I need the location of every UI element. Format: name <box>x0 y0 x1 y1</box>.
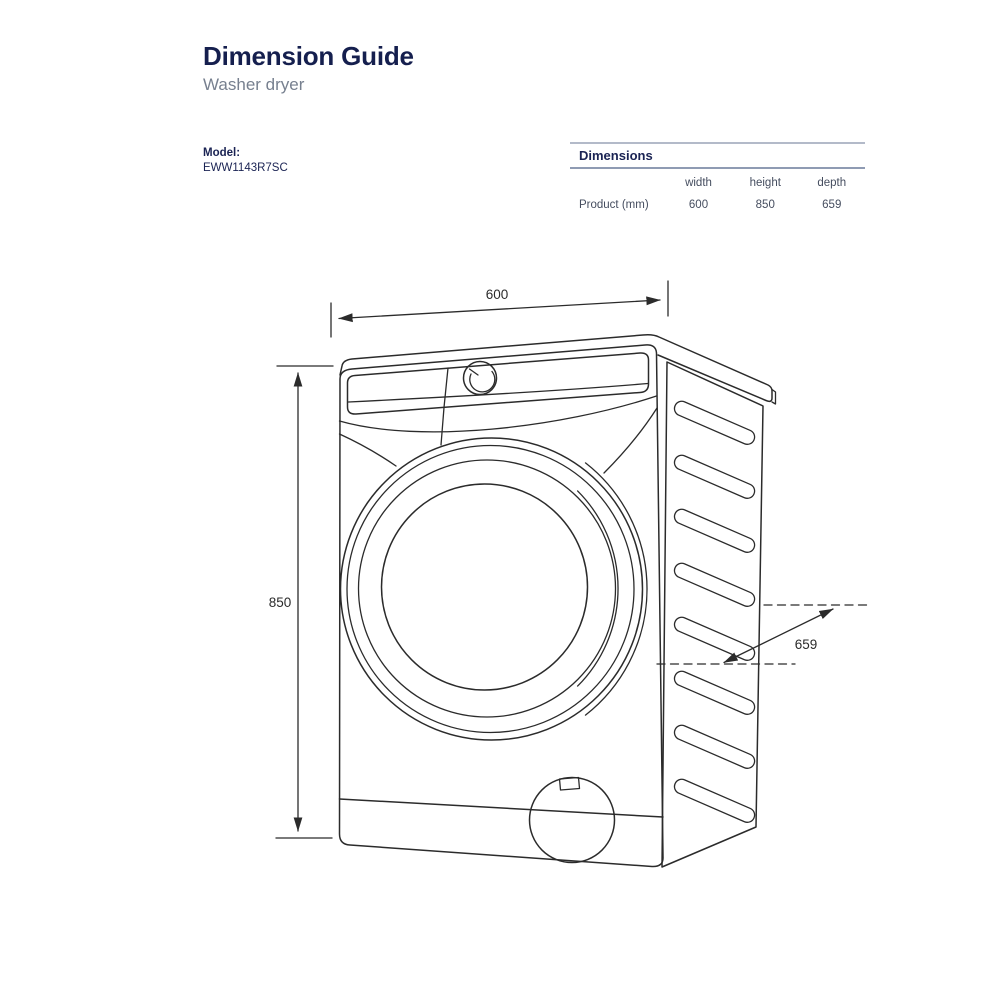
value-height: 850 <box>755 199 775 211</box>
column-header-depth: depth <box>817 177 847 189</box>
door-collar-right <box>603 407 658 474</box>
page-title: Dimension Guide <box>203 41 414 71</box>
dimension-height-arrow: 850 <box>269 365 334 839</box>
filter-door <box>528 776 616 864</box>
dimension-depth-arrow: 659 <box>656 604 873 665</box>
width-dimension-label: 600 <box>486 287 509 302</box>
program-knob <box>462 360 498 396</box>
kick-panel-line <box>338 798 664 818</box>
dimension-width-arrow: 600 <box>330 280 669 338</box>
side-panel <box>661 361 764 868</box>
depth-dimension-label: 659 <box>795 637 818 652</box>
door <box>338 395 658 741</box>
height-dimension-label: 850 <box>269 595 292 610</box>
dimensions-table-title: Dimensions <box>570 144 865 169</box>
top-panel-lip-edge <box>771 388 777 405</box>
door-rim-right <box>584 462 648 716</box>
value-depth: 659 <box>822 199 842 211</box>
row-label-product-mm: Product (mm) <box>579 199 649 211</box>
control-panel <box>346 352 650 446</box>
door-collar-left <box>338 433 397 467</box>
top-panel <box>339 334 773 403</box>
value-width: 600 <box>688 199 709 211</box>
model-block: Model: EWW1143R7SC <box>203 146 288 175</box>
door-rim-right-inner <box>576 490 619 687</box>
page-subtitle: Washer dryer <box>203 75 305 94</box>
model-number: EWW1143R7SC <box>203 161 288 174</box>
table-row: Product (mm) 600 850 659 <box>570 189 865 211</box>
column-header-width: width <box>685 177 712 189</box>
front-panel <box>338 344 664 868</box>
panel-inner-edge <box>347 382 649 403</box>
dimensions-table-header-row: width height depth <box>570 169 865 189</box>
washer-body-outline <box>338 334 777 868</box>
side-vent-slots <box>673 400 756 823</box>
door-collar-top <box>338 395 658 433</box>
column-header-height: height <box>749 177 781 189</box>
model-label: Model: <box>203 147 241 159</box>
dimensions-table: Dimensions width height depth Product (m… <box>570 142 865 211</box>
filter-door-latch <box>558 776 581 791</box>
